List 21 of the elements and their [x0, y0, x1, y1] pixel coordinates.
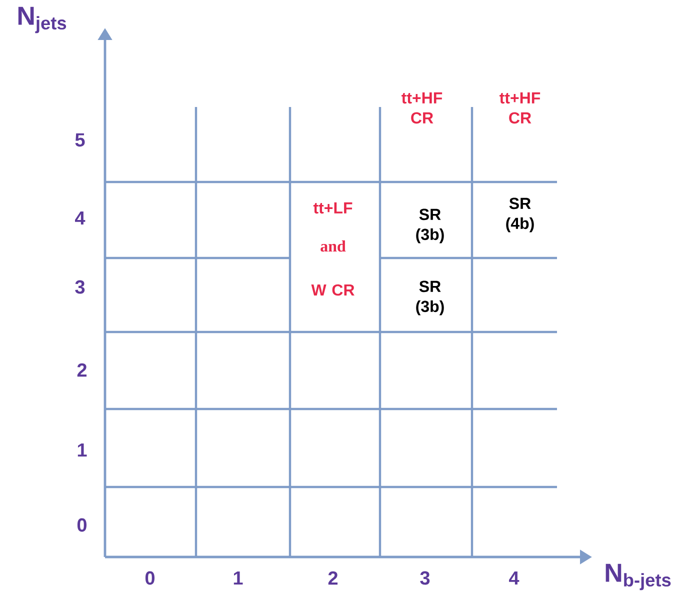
- tick-label: 4: [75, 211, 86, 225]
- tick-label: 3: [75, 280, 85, 294]
- region-label: tt+LF: [313, 202, 352, 214]
- axis-title: N$_{b-jets}$: [606, 564, 671, 590]
- tick-label: 1: [78, 443, 87, 457]
- tick-label: 2: [328, 571, 338, 585]
- region-label: SR (3b): [416, 280, 444, 316]
- tick-label: 0: [77, 518, 86, 532]
- tick-label: 3: [420, 571, 430, 585]
- axis-title: N$_{jets}$: [18, 6, 66, 34]
- region-label: SR (3b): [416, 208, 444, 244]
- region-label: and: [320, 240, 346, 252]
- tick-label: 4: [509, 571, 520, 585]
- tick-label: 0: [145, 571, 154, 585]
- tick-label: 5: [75, 133, 85, 147]
- tick-label: 2: [77, 363, 87, 377]
- region-label: SR (4b): [506, 198, 534, 232]
- region-label: tt+HF CR: [500, 92, 540, 124]
- region-label: tt+HF CR: [402, 92, 442, 124]
- tick-label: 1: [234, 571, 243, 585]
- region-label: W CR: [311, 284, 354, 296]
